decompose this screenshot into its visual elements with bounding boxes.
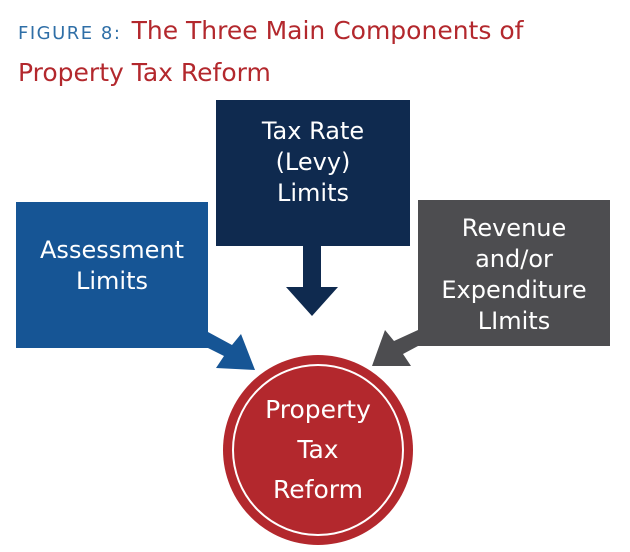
revenue-expenditure-limits-box: Revenue and/or Expenditure LImits	[418, 200, 610, 346]
assessment-limits-box: Assessment Limits	[16, 202, 208, 348]
revenue-arrow	[372, 330, 418, 366]
tax-rate-levy-limits-label: Tax Rate (Levy) Limits	[261, 116, 365, 207]
tax-rate-levy-limits-box: Tax Rate (Levy) Limits	[216, 100, 410, 246]
property-tax-reform-inner-ring: Property Tax Reform	[232, 364, 404, 536]
figure-label: FIGURE 8:	[18, 23, 122, 44]
property-tax-reform-label: Property Tax Reform	[265, 395, 371, 504]
figure-title: FIGURE 8: The Three Main Components of P…	[18, 10, 618, 91]
property-tax-reform-circle: Property Tax Reform	[223, 355, 413, 545]
assessment-arrow	[208, 332, 255, 370]
figure-title-text: The Three Main Components of Property Ta…	[18, 16, 524, 87]
assessment-limits-label: Assessment Limits	[40, 236, 184, 295]
levy-arrow	[286, 246, 338, 316]
revenue-expenditure-limits-label: Revenue and/or Expenditure LImits	[441, 214, 587, 335]
